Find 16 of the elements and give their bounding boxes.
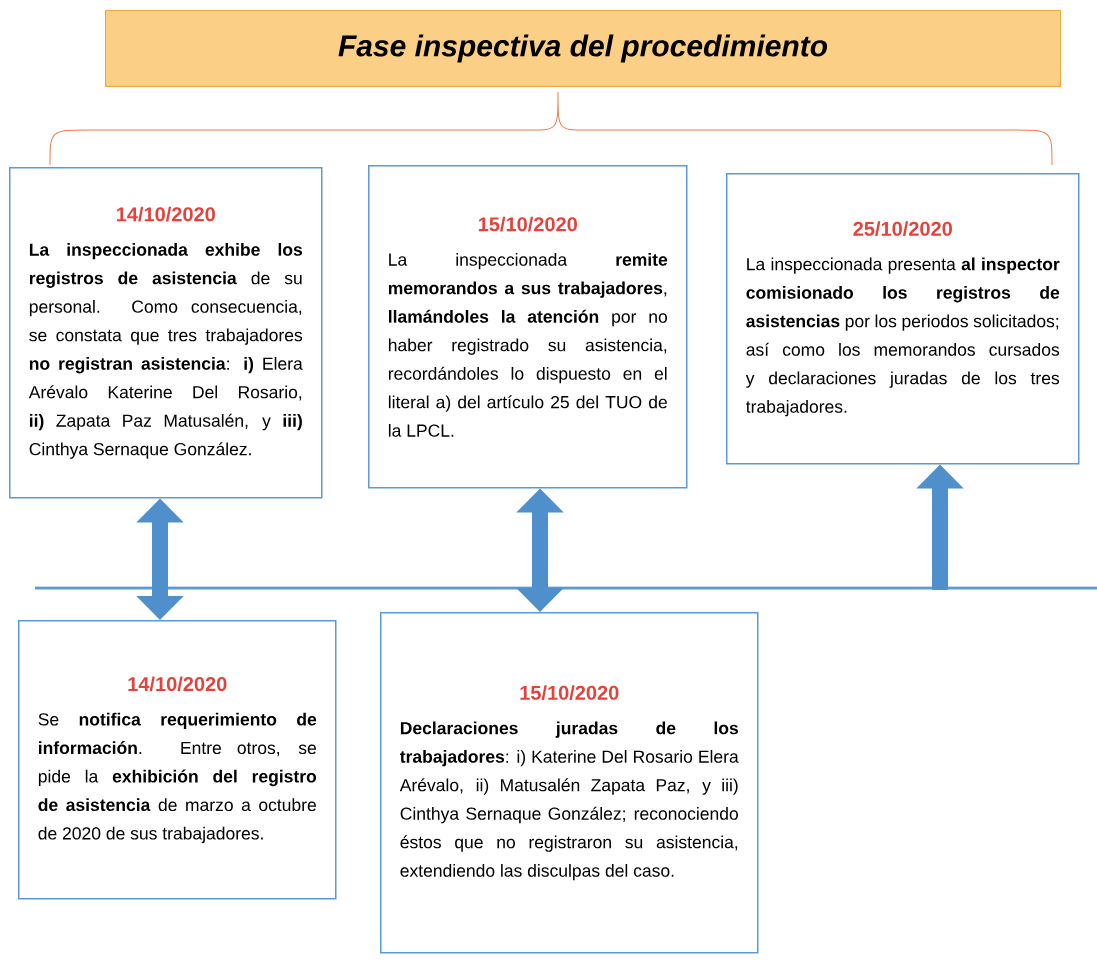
title-box: Fase inspectiva del procedimiento [105, 10, 1061, 87]
date-label: 15/10/2020 [478, 216, 577, 232]
description-text: La inspeccionada exhibe los registros de asistencia de su personal. Como consecuencia, se constata que tres trabajadores no registran asistencia: i) Elera Arévalo Katerine Del Rosario, ii) Zapata Paz Matusalén, y iii) Cinthya Sernaque González. [28, 243, 303, 459]
event-box [9, 167, 323, 499]
event-box [368, 165, 688, 489]
description-text: Se notifica requerimiento de información. Entre otros, se pide la exhibición del registro de asistencia de marzo a octubre de 2020 de sus trabajadores. [38, 712, 317, 844]
date-label: 15/10/2020 [520, 685, 619, 701]
description-text: La inspeccionada remite memorandos a sus trabajadores, llamándoles la atención por no haber registrado su asistencia, recordándoles lo dispuesto en el literal a) del artículo 25 del TUO de la LPCL. [388, 252, 668, 437]
description-text: Declaraciones juradas de los trabajadores: i) Katerine Del Rosario Elera Arévalo, ii) Matusalén Zapata Paz, y iii) Cinthya Sernaque González; reconociendo éstos que no registraron su asistencia, extendiendo las disculpas del caso. [399, 721, 739, 881]
description-text: La inspeccionada presenta al inspector comisionado los registros de asistencias por los periodos solicitados; así como los memorandos cursados y declaraciones juradas de los tres trabajadores. [745, 257, 1060, 417]
date-label: 25/10/2020 [853, 221, 952, 237]
event-box [18, 620, 337, 900]
event-box [380, 612, 759, 954]
event-box [726, 173, 1080, 465]
date-label: 14/10/2020 [128, 676, 227, 692]
date-label: 14/10/2020 [116, 206, 215, 222]
